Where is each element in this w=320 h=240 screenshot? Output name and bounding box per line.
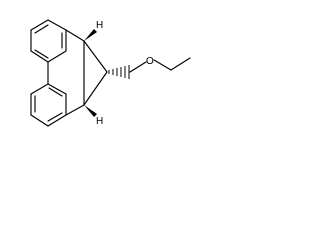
bond — [47, 83, 67, 95]
double-bond-inner-line — [34, 49, 49, 59]
chemical-structure-diagram: H H O — [30, 19, 191, 127]
bond — [170, 57, 191, 71]
hashed-wedge-bottom-hydrogen — [84, 105, 97, 117]
hydrogen-label-top: H — [96, 20, 103, 31]
bond — [30, 50, 49, 63]
ethoxymethyl-substituent: O — [108, 56, 191, 79]
hashed-wedge-top-hydrogen — [84, 29, 97, 41]
hydrogen-label-bottom: H — [96, 116, 103, 127]
hashed-wedge-bond — [108, 65, 130, 79]
bond — [30, 114, 49, 127]
bond — [153, 59, 172, 71]
stereo-hydrogens: H H — [84, 20, 103, 127]
bond — [47, 19, 67, 31]
bond — [129, 61, 147, 73]
left-bottom-benzene-ring — [30, 83, 67, 127]
double-bond-inner-line — [47, 112, 63, 122]
double-bond-inner-line — [34, 24, 49, 34]
oxygen-label: O — [146, 56, 154, 67]
cyclopropane-bond — [83, 40, 108, 73]
bond — [30, 19, 49, 31]
double-bond-inner-line — [48, 87, 63, 97]
bond — [65, 29, 85, 42]
left-top-benzene-ring — [30, 19, 67, 63]
bond — [30, 83, 49, 95]
central-ring-and-cyclopropane — [47, 29, 108, 116]
cyclopropane-bond — [83, 71, 108, 106]
bond — [65, 104, 85, 116]
bond — [47, 50, 67, 63]
bond — [47, 114, 67, 127]
